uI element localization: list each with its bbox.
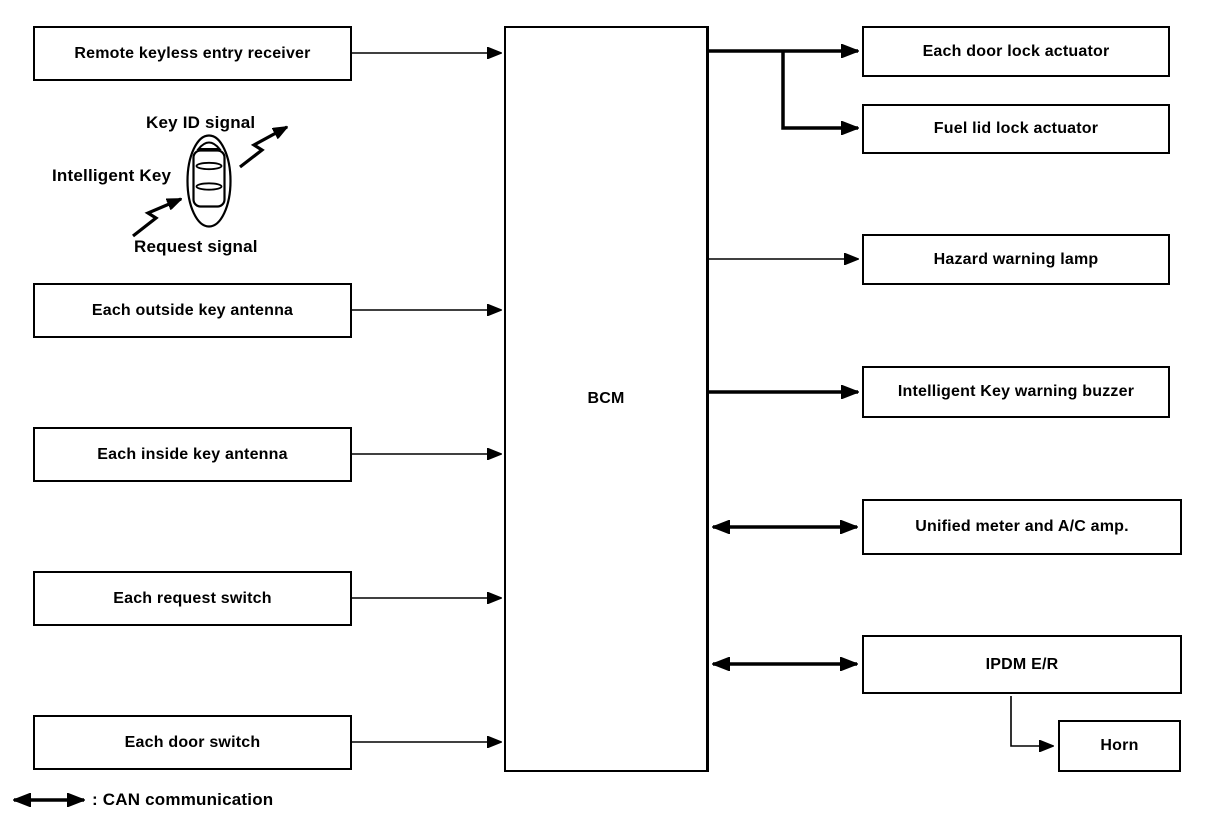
node-intelligent-key-warning-buzzer: Intelligent Key warning buzzer	[862, 366, 1170, 418]
node-bcm: BCM	[504, 26, 709, 772]
node-each-request-switch: Each request switch	[33, 571, 352, 626]
key-id-signal-bolt-icon	[239, 125, 287, 169]
node-each-door-lock-actuator: Each door lock actuator	[862, 26, 1170, 77]
request-signal-label: Request signal	[134, 237, 258, 256]
key-id-signal-label: Key ID signal	[146, 113, 256, 132]
node-each-door-switch: Each door switch	[33, 715, 352, 770]
arrow-bcm-to-fuel-lid-lock-actuator	[781, 51, 858, 128]
node-remote-keyless-entry-receiver: Remote keyless entry receiver	[33, 26, 352, 81]
request-signal-bolt-icon	[132, 197, 181, 238]
key-fob-icon	[186, 134, 232, 228]
arrow-ipdm-to-horn	[1010, 696, 1053, 746]
node-horn: Horn	[1058, 720, 1181, 772]
node-each-inside-key-antenna: Each inside key antenna	[33, 427, 352, 482]
intelligent-key-label: Intelligent Key	[52, 166, 172, 185]
node-ipdm-er: IPDM E/R	[862, 635, 1182, 694]
legend-label: : CAN communication	[92, 790, 274, 809]
node-unified-meter-ac-amp: Unified meter and A/C amp.	[862, 499, 1182, 555]
node-fuel-lid-lock-actuator: Fuel lid lock actuator	[862, 104, 1170, 154]
node-hazard-warning-lamp: Hazard warning lamp	[862, 234, 1170, 285]
node-each-outside-key-antenna: Each outside key antenna	[33, 283, 352, 338]
